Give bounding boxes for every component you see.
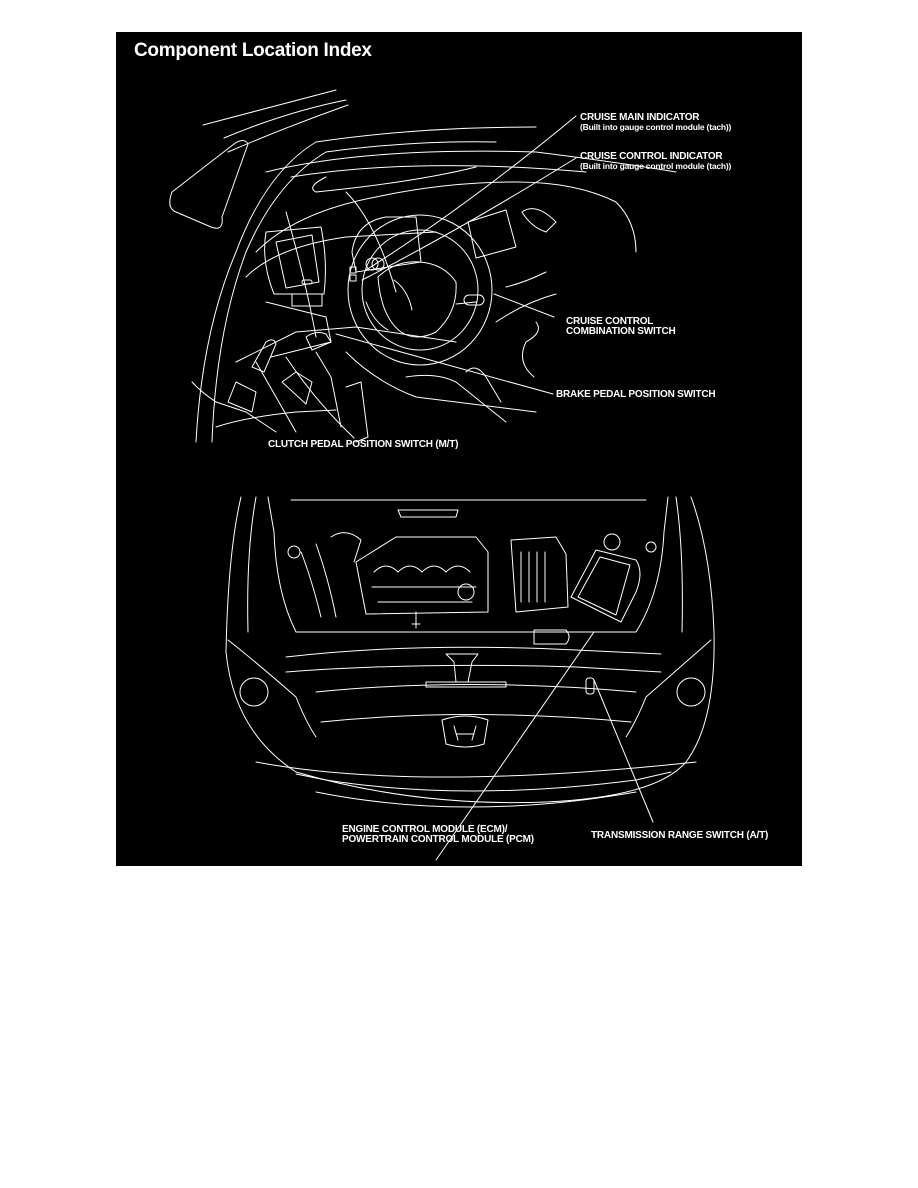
label-transmission-range-switch: TRANSMISSION RANGE SWITCH (A/T) — [591, 830, 769, 841]
interior-dashboard-illustration — [169, 89, 677, 443]
label-cruise-main-indicator: CRUISE MAIN INDICATOR (Built into gauge … — [580, 112, 732, 132]
engine-bay-illustration — [225, 496, 715, 861]
diagram-panel: Component Location Index — [116, 32, 802, 866]
label-ecm-pcm: ENGINE CONTROL MODULE (ECM)/ POWERTRAIN … — [342, 824, 534, 845]
page-title: Component Location Index — [134, 40, 372, 61]
label-brake-pedal-position-switch: BRAKE PEDAL POSITION SWITCH — [556, 389, 716, 400]
label-clutch-pedal-position-switch: CLUTCH PEDAL POSITION SWITCH (M/T) — [268, 439, 459, 450]
label-cruise-control-indicator: CRUISE CONTROL INDICATOR (Built into gau… — [580, 151, 732, 171]
label-cruise-control-combination-switch: CRUISE CONTROL COMBINATION SWITCH — [566, 316, 676, 337]
